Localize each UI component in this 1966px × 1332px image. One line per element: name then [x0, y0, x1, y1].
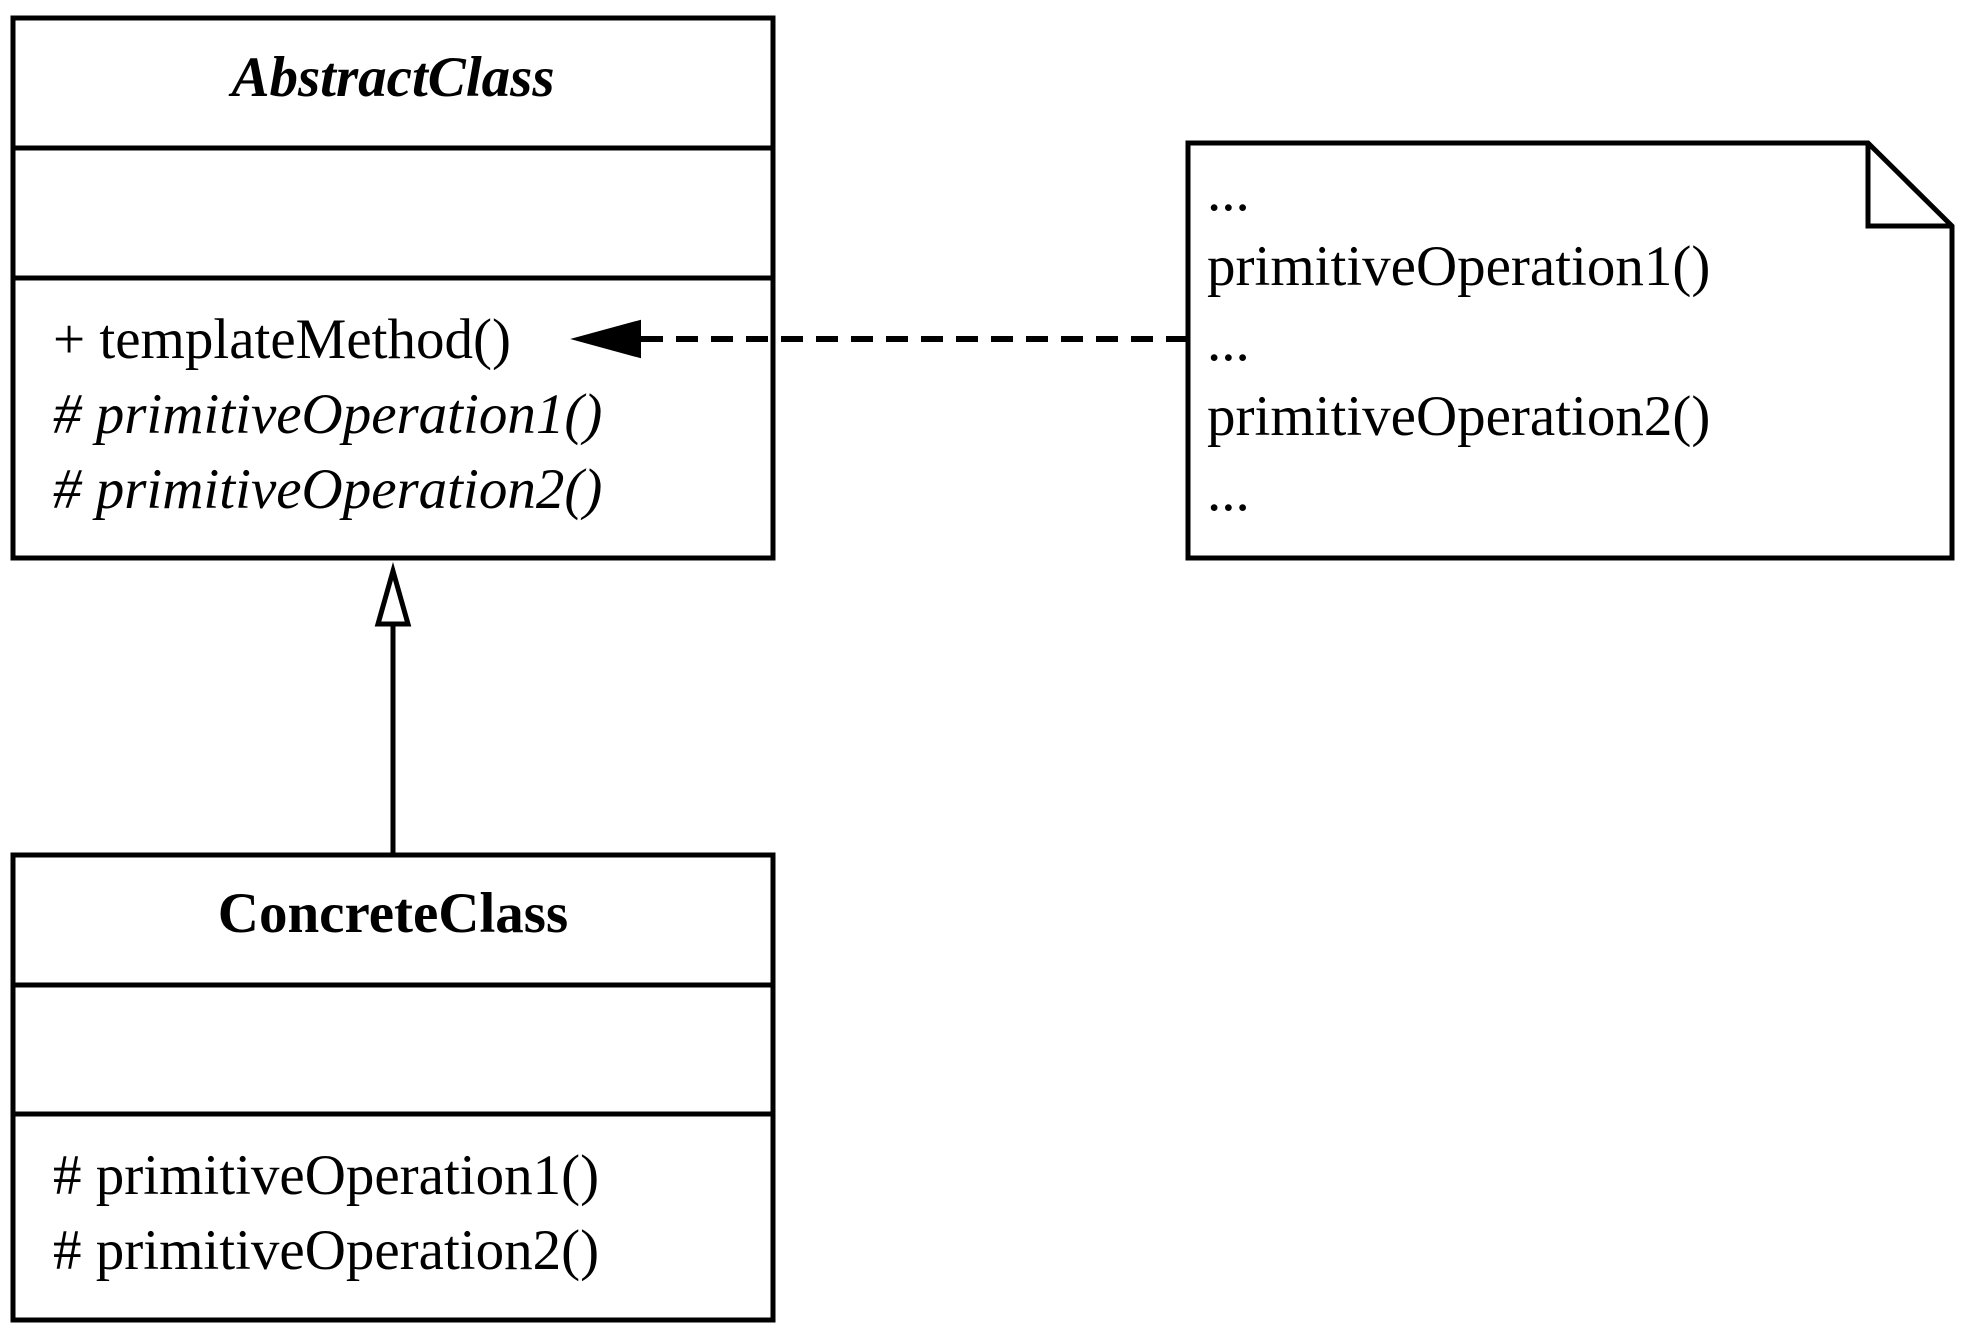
abstract-class-method-primitive2: # primitiveOperation2() — [53, 458, 602, 521]
note-line-2: primitiveOperation1() — [1207, 235, 1710, 298]
abstract-class-method-template: + templateMethod() — [53, 308, 511, 371]
note-folded-corner — [1865, 143, 1952, 229]
note-box[interactable]: ... primitiveOperation1() ... primitiveO… — [1185, 140, 1955, 561]
abstract-class-box[interactable]: AbstractClass + templateMethod() # primi… — [10, 15, 776, 561]
generalization-arrow — [374, 561, 412, 855]
note-anchor-arrowhead — [570, 319, 641, 359]
note-line-5: ... — [1207, 460, 1250, 523]
concrete-class-name: ConcreteClass — [218, 882, 568, 945]
note-frame — [1185, 140, 1955, 561]
concrete-class-box[interactable]: ConcreteClass # primitiveOperation1() # … — [10, 852, 776, 1323]
note-anchor-arrow — [570, 319, 1188, 359]
note-line-1: ... — [1207, 160, 1250, 223]
note-line-3: ... — [1207, 310, 1250, 373]
abstract-class-method-primitive1: # primitiveOperation1() — [53, 383, 602, 446]
generalization-arrowhead — [374, 561, 412, 627]
abstract-class-name: AbstractClass — [228, 46, 554, 109]
note-line-4: primitiveOperation2() — [1207, 385, 1710, 448]
abstract-class-frame — [10, 15, 776, 561]
concrete-class-method-primitive1: # primitiveOperation1() — [53, 1144, 599, 1207]
concrete-class-method-primitive2: # primitiveOperation2() — [53, 1219, 599, 1282]
